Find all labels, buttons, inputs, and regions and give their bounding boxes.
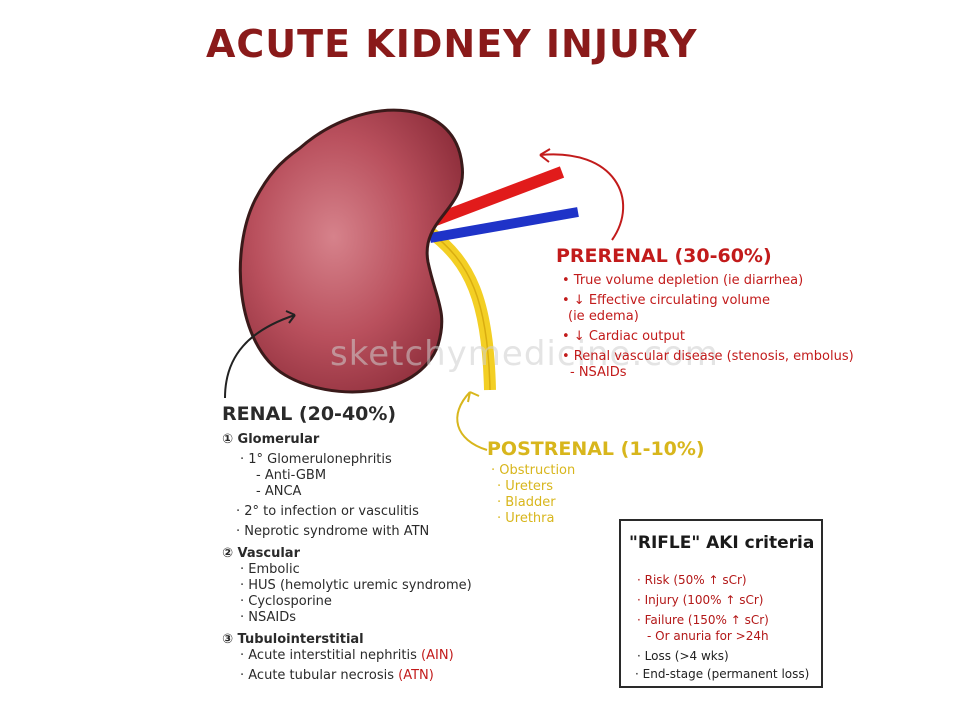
renal-artery [427, 166, 565, 228]
rifle-item: · Risk (50% ↑ sCr) [637, 573, 747, 587]
prerenal-item: • ↓ Effective circulating volume [562, 293, 770, 308]
atn-abbr: (ATN) [398, 668, 434, 683]
renal-item-text: · Acute interstitial nephritis [240, 648, 422, 663]
prerenal-item: - NSAIDs [570, 365, 627, 380]
rifle-title: "RIFLE" AKI criteria [629, 533, 815, 553]
rifle-item: · Failure (150% ↑ sCr) [637, 613, 769, 627]
prerenal-section: PRERENAL (30-60%) • True volume depletio… [556, 244, 854, 381]
postrenal-item: · Obstruction [491, 463, 576, 478]
renal-item: · Acute interstitial nephritis (AIN) [240, 648, 472, 664]
renal-item: - ANCA [256, 484, 302, 499]
prerenal-item: • ↓ Cardiac output [562, 329, 685, 344]
renal-item: · Neprotic syndrome with ATN [236, 524, 430, 539]
renal-item-text: · Acute tubular necrosis [240, 668, 399, 683]
postrenal-heading: POSTRENAL (1-10%) [487, 438, 705, 460]
rifle-item: · Loss (>4 wks) [637, 649, 729, 663]
rifle-criteria-box: "RIFLE" AKI criteria · Risk (50% ↑ sCr) … [619, 519, 823, 688]
renal-item: · Embolic [240, 562, 300, 577]
renal-glomerular: ① Glomerular [222, 432, 320, 447]
prerenal-arrow [539, 153, 625, 241]
renal-item: · Cyclosporine [240, 594, 332, 609]
postrenal-item: · Ureters [497, 479, 554, 494]
renal-item: - Anti-GBM [256, 468, 327, 483]
renal-heading: RENAL (20-40%) [222, 403, 397, 425]
watermark: sketchymedicine.com [330, 334, 719, 374]
renal-item: · HUS (hemolytic uremic syndrome) [240, 578, 472, 593]
postrenal-arrow [456, 391, 488, 451]
renal-vascular: ② Vascular [222, 546, 300, 561]
ain-abbr: (AIN) [421, 648, 454, 663]
renal-item: · NSAIDs [240, 610, 296, 625]
renal-tubulo: ③ Tubulointerstitial [222, 632, 364, 647]
postrenal-section: POSTRENAL (1-10%) · Obstruction · Ureter… [487, 437, 705, 527]
kidney-shape [238, 108, 464, 394]
postrenal-item: · Urethra [497, 511, 555, 526]
postrenal-item: · Bladder [497, 495, 556, 510]
rifle-item: - Or anuria for >24h [647, 629, 769, 643]
prerenal-heading: PRERENAL (30-60%) [556, 245, 772, 267]
rifle-item: · Injury (100% ↑ sCr) [637, 593, 764, 607]
renal-item: · 2° to infection or vasculitis [236, 504, 419, 519]
prerenal-item: (ie edema) [568, 309, 639, 324]
renal-arrow [224, 314, 296, 399]
prerenal-item: • Renal vascular disease (stenosis, embo… [562, 349, 854, 364]
renal-item: · 1° Glomerulonephritis [240, 452, 392, 467]
renal-section: RENAL (20-40%) ① Glomerular · 1° Glomeru… [222, 402, 472, 684]
rifle-item: · End-stage (permanent loss) [635, 667, 810, 681]
renal-vein [429, 207, 579, 243]
renal-item: · Acute tubular necrosis (ATN) [240, 668, 472, 684]
prerenal-item: • True volume depletion (ie diarrhea) [562, 273, 804, 288]
page-title: ACUTE KIDNEY INJURY [206, 22, 698, 66]
